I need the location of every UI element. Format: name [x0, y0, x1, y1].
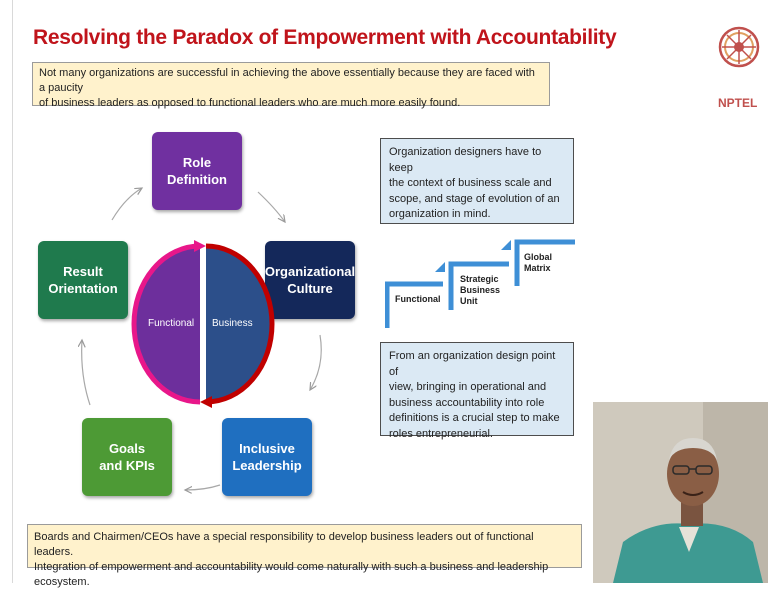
design-context-box: Organization designers have to keep the … — [380, 138, 574, 224]
presenter-video — [593, 402, 768, 583]
footer-note: Boards and Chairmen/CEOs have a special … — [27, 524, 582, 588]
cycle-arrows — [70, 180, 322, 500]
business-half-label: Business — [212, 318, 253, 329]
functional-half-label: Functional — [148, 318, 195, 329]
footer-line-1: Boards and Chairmen/CEOs have a special … — [34, 531, 534, 558]
step-functional-label: Functional — [395, 294, 441, 304]
slide-left-rule — [12, 0, 13, 583]
footer-line-2: Integration of empowerment and accountab… — [34, 561, 549, 588]
evolution-steps-diagram — [385, 239, 575, 328]
intro-note: Not many organizations are successful in… — [32, 62, 550, 109]
slide-title: Resolving the Paradox of Empowerment wit… — [33, 26, 617, 49]
intro-line-1: Not many organizations are successful in… — [39, 67, 535, 94]
presenter-photo — [593, 402, 768, 583]
functional-business-circle — [131, 240, 275, 408]
nptel-logo-label: NPTEL — [718, 96, 758, 110]
intro-line-2: of business leaders as opposed to functi… — [39, 97, 461, 109]
design-point-box: From an organization design point of vie… — [380, 342, 574, 440]
nptel-logo-icon — [718, 26, 760, 68]
